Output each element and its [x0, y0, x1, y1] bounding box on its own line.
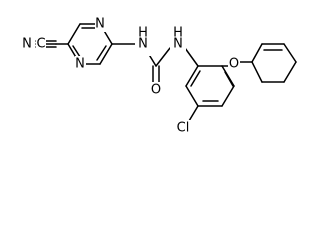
label-bg-nitrile-n — [22, 36, 32, 52]
atom-pyrazine-n-bottom: N — [75, 57, 85, 72]
label-bg-ether-o — [228, 56, 240, 72]
atom-cl: Cl — [177, 121, 190, 136]
bond-ch-4 — [283, 61, 297, 83]
label-bg-nitrile-c — [36, 36, 46, 52]
bond-pz-4 — [99, 43, 113, 65]
bond-ch-3 — [283, 43, 297, 63]
atom-nh-right-h: H — [173, 26, 183, 41]
label-bg-carbonyl-o — [150, 82, 162, 98]
label-bg-pyrazine-n-top — [95, 16, 106, 32]
atom-nh-left-h: H — [138, 26, 148, 41]
atom-nh-right-n: N — [173, 37, 183, 52]
atom-nh-left-n: N — [138, 37, 148, 52]
label-bg-pyrazine-n-bottom — [75, 56, 86, 72]
bond-ph-5 — [185, 85, 199, 107]
atom-nitrile-n: N — [22, 37, 32, 52]
bond-carbonyl-nh — [155, 47, 171, 67]
atom-pyrazine-n-top: N — [95, 17, 105, 32]
bond-pz-double-2 — [96, 45, 107, 61]
atom-carbonyl-o: O — [151, 83, 161, 98]
atom-ether-o: O — [229, 57, 239, 72]
atom-nitrile-c: C — [36, 37, 45, 52]
bond-pz-1 — [67, 23, 81, 45]
bond-ch-6 — [251, 61, 263, 83]
bond-nh-aryl — [184, 47, 199, 67]
bond-ph-double-1 — [224, 71, 234, 87]
label-bg-nh-right — [170, 33, 186, 56]
chlorophenyl-ring — [185, 65, 235, 127]
bond-ph-6 — [185, 65, 199, 87]
cyclohexenyloxy-group — [221, 43, 297, 83]
urea-linker — [111, 43, 199, 85]
atom-labels: N C N N N H O N H O Cl — [22, 16, 240, 136]
bond-ph-double-3 — [190, 70, 201, 87]
label-bg-nh-left — [135, 33, 151, 56]
label-bg-cl — [174, 120, 192, 136]
bond-ph-3 — [221, 85, 235, 107]
bond-ch-1 — [251, 43, 263, 63]
molecule-structure-diagram: N C N N N H O N H O Cl — [22, 16, 297, 136]
